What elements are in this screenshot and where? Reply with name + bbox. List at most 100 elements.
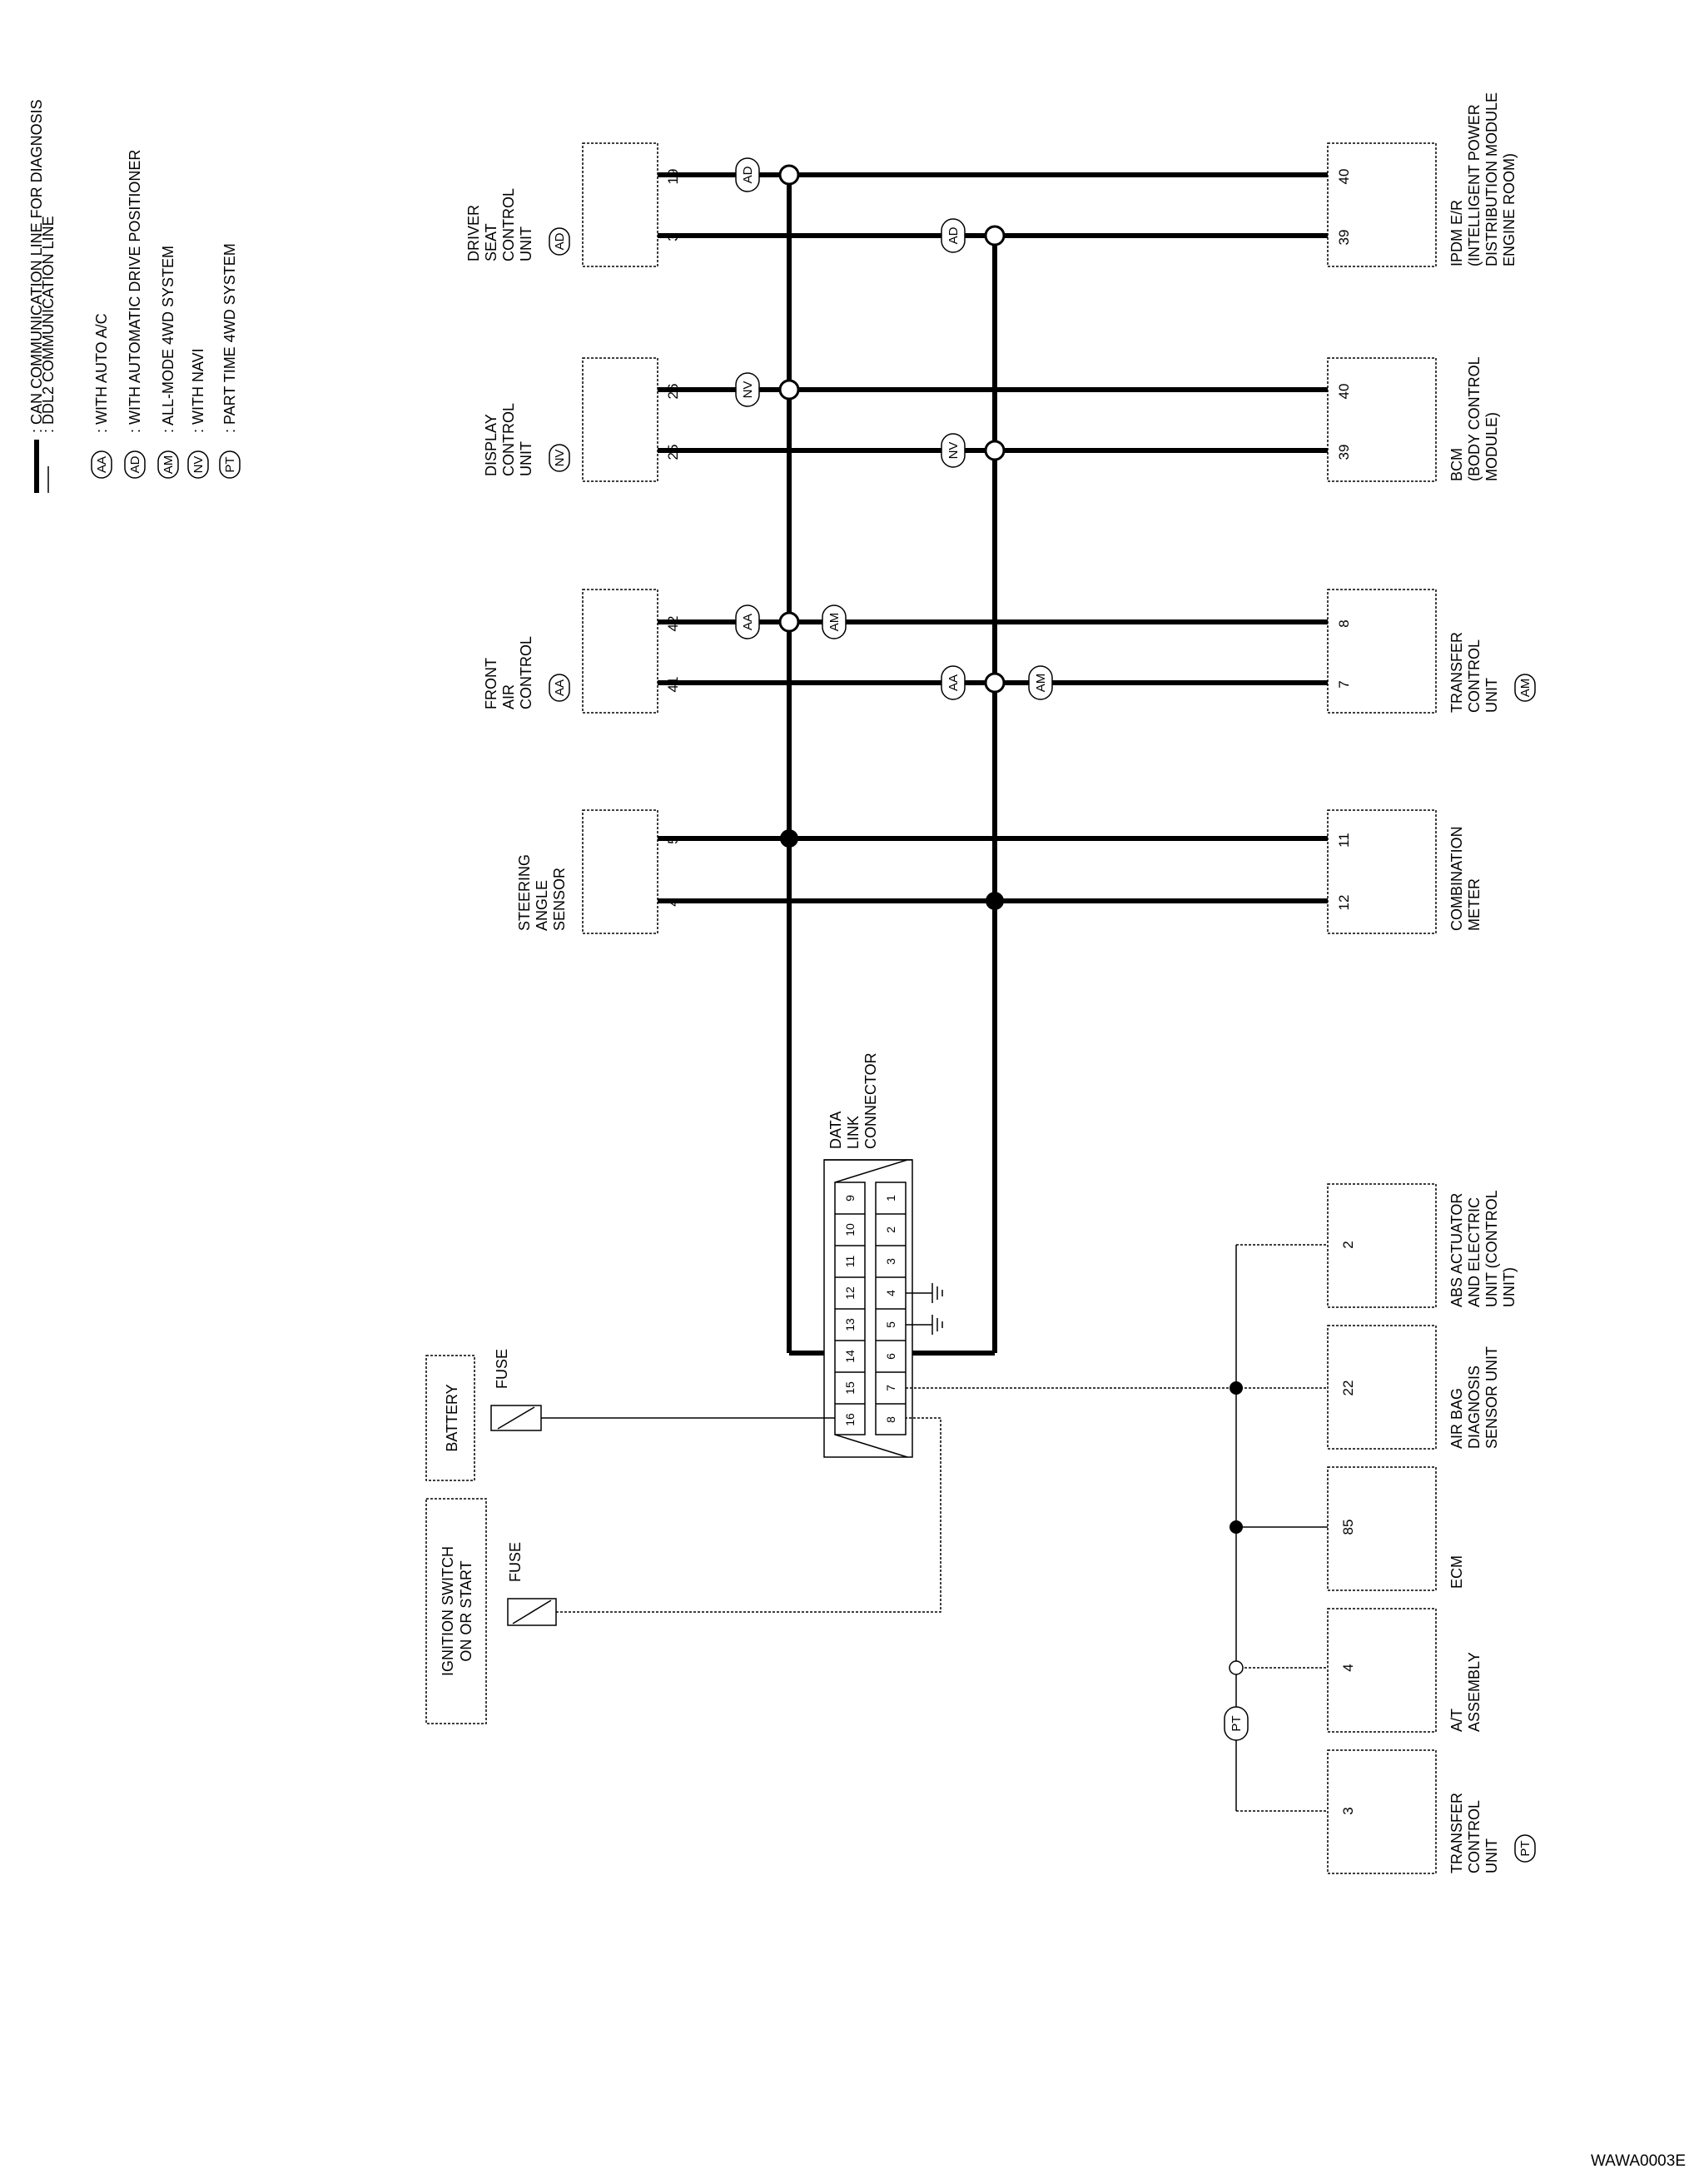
- svg-text:AM: AM: [1518, 679, 1533, 698]
- legend-text-ad: : WITH AUTOMATIC DRIVE POSITIONER: [127, 150, 143, 433]
- ground-symbols: [906, 1283, 943, 1335]
- svg-text:ECM: ECM: [1448, 1555, 1465, 1589]
- svg-text:13: 13: [843, 1318, 857, 1331]
- svg-text:DISPLAY: DISPLAY: [483, 414, 499, 476]
- svg-text:AIR BAG: AIR BAG: [1448, 1388, 1465, 1449]
- svg-text:CONNECTOR: CONNECTOR: [862, 1052, 879, 1149]
- figure-id: WAWA0003E: [1590, 2152, 1686, 2170]
- svg-text:SENSOR: SENSOR: [551, 868, 568, 931]
- svg-text:DATA: DATA: [827, 1112, 844, 1149]
- svg-text:AM: AM: [1034, 674, 1048, 693]
- svg-text:SEAT: SEAT: [483, 223, 499, 261]
- svg-text:DRIVER: DRIVER: [465, 205, 482, 261]
- display-control-unit: 26 25 DISPLAY CONTROL UNIT NV: [483, 357, 681, 482]
- unit-badge-aa: AA: [549, 674, 570, 702]
- svg-text:ON OR START: ON OR START: [458, 1560, 474, 1661]
- ecm: 85 ECM: [1327, 1466, 1465, 1591]
- legend-badge-aa: AA: [91, 450, 112, 479]
- legend-text-nv: : WITH NAVI: [190, 348, 206, 433]
- svg-text:BCM: BCM: [1448, 448, 1465, 481]
- svg-text:COMBINATION: COMBINATION: [1448, 826, 1465, 931]
- svg-text:AA: AA: [946, 674, 961, 691]
- svg-text:CONTROL: CONTROL: [500, 188, 517, 261]
- svg-text:IGNITION SWITCH: IGNITION SWITCH: [440, 1546, 456, 1676]
- legend-text-can: : CAN COMMUNICATION LINE FOR DIAGNOSIS: [28, 99, 45, 433]
- svg-text:MODULE): MODULE): [1483, 412, 1500, 481]
- svg-text:AND ELECTRIC: AND ELECTRIC: [1466, 1197, 1483, 1307]
- svg-text:42: 42: [665, 616, 681, 632]
- svg-text:FUSE: FUSE: [507, 1542, 524, 1582]
- svg-text:AIR: AIR: [500, 684, 517, 709]
- svg-text:40: 40: [1336, 169, 1352, 185]
- front-air-control: 42 41 FRONT AIR CONTROL AA: [483, 589, 681, 714]
- legend-badge-nv: NV: [187, 450, 209, 479]
- line-badge-nv-25: NV: [941, 433, 966, 468]
- svg-text:AM: AM: [161, 455, 176, 475]
- svg-text:UNIT: UNIT: [1483, 678, 1500, 713]
- fuse-battery: FUSE: [490, 1349, 542, 1431]
- svg-text:ASSEMBLY: ASSEMBLY: [1466, 1652, 1483, 1732]
- svg-text:FRONT: FRONT: [483, 658, 499, 709]
- svg-text:AM: AM: [827, 613, 842, 632]
- svg-text:39: 39: [1336, 230, 1352, 246]
- svg-text:AA: AA: [95, 456, 109, 473]
- abs-actuator-unit: 2 ABS ACTUATOR AND ELECTRIC UNIT (CONTRO…: [1327, 1183, 1518, 1308]
- junction-ddl-airbag: [1230, 1381, 1243, 1395]
- svg-text:LINK: LINK: [845, 1116, 862, 1149]
- svg-text:AD: AD: [741, 166, 755, 183]
- airbag-diagnosis-sensor-unit: 22 AIR BAG DIAGNOSIS SENSOR UNIT: [1327, 1325, 1500, 1450]
- svg-text:UNIT): UNIT): [1501, 1267, 1518, 1307]
- svg-text:12: 12: [843, 1286, 857, 1300]
- svg-text:4: 4: [884, 1290, 897, 1296]
- transfer-control-unit-am: 8 7 TRANSFER CONTROL UNIT AM: [1327, 589, 1536, 714]
- steering-angle-sensor: 5 4 STEERING ANGLE SENSOR: [516, 809, 681, 934]
- svg-text:8: 8: [884, 1416, 897, 1423]
- line-badge-ad-19: AD: [735, 157, 760, 192]
- svg-text:5: 5: [884, 1321, 897, 1328]
- at-assembly: 4 A/T ASSEMBLY: [1327, 1608, 1483, 1733]
- svg-text:ABS ACTUATOR: ABS ACTUATOR: [1448, 1193, 1465, 1307]
- svg-text:NV: NV: [553, 450, 567, 467]
- svg-text:3: 3: [884, 1258, 897, 1265]
- svg-text:TRANSFER: TRANSFER: [1448, 1793, 1465, 1873]
- unit-badge-pt: PT: [1514, 1834, 1536, 1863]
- svg-text:3: 3: [1340, 1807, 1356, 1814]
- legend-badge-ad: AD: [124, 450, 146, 479]
- svg-text:UNIT (CONTROL: UNIT (CONTROL: [1483, 1190, 1500, 1307]
- junction-ddl-ecm: [1230, 1520, 1243, 1534]
- legend-text-aa: : WITH AUTO A/C: [93, 313, 110, 433]
- svg-text:7: 7: [1336, 680, 1352, 688]
- svg-text:5: 5: [665, 836, 681, 843]
- svg-text:(INTELLIGENT POWER: (INTELLIGENT POWER: [1466, 104, 1483, 266]
- svg-text:PT: PT: [223, 456, 237, 472]
- svg-text:BATTERY: BATTERY: [444, 1384, 460, 1451]
- svg-text:NV: NV: [946, 442, 961, 460]
- unit-badge-am: AM: [1514, 674, 1536, 702]
- svg-text:CONTROL: CONTROL: [1466, 1800, 1483, 1873]
- svg-text:14: 14: [843, 1350, 857, 1363]
- line-badge-am-7: AM: [1028, 665, 1053, 700]
- svg-text:CONTROL: CONTROL: [500, 403, 517, 476]
- svg-text:UNIT: UNIT: [1483, 1838, 1500, 1873]
- svg-text:CONTROL: CONTROL: [518, 636, 534, 709]
- svg-text:A/T: A/T: [1448, 1709, 1465, 1732]
- svg-text:CONTROL: CONTROL: [1466, 639, 1483, 713]
- line-badge-aa-42: AA: [735, 604, 760, 639]
- svg-text:19: 19: [665, 169, 681, 185]
- wire-ignition-to-pin8: [556, 1417, 941, 1613]
- svg-text:85: 85: [1340, 1520, 1356, 1535]
- svg-text:11: 11: [843, 1256, 857, 1268]
- svg-text:11: 11: [1336, 833, 1352, 848]
- svg-text:NV: NV: [191, 456, 206, 474]
- svg-text:6: 6: [884, 1353, 897, 1360]
- svg-text:NV: NV: [741, 381, 755, 399]
- line-badge-aa-41: AA: [941, 665, 966, 700]
- unit-badge-ad: AD: [549, 227, 570, 256]
- svg-text:9: 9: [843, 1195, 857, 1201]
- junction-ddl-at: [1229, 1660, 1244, 1675]
- svg-text:PT: PT: [1518, 1840, 1533, 1856]
- svg-text:41: 41: [665, 677, 681, 693]
- legend-badge-pt: PT: [219, 450, 241, 479]
- unit-badge-nv: NV: [549, 444, 570, 472]
- svg-text:15: 15: [843, 1381, 857, 1395]
